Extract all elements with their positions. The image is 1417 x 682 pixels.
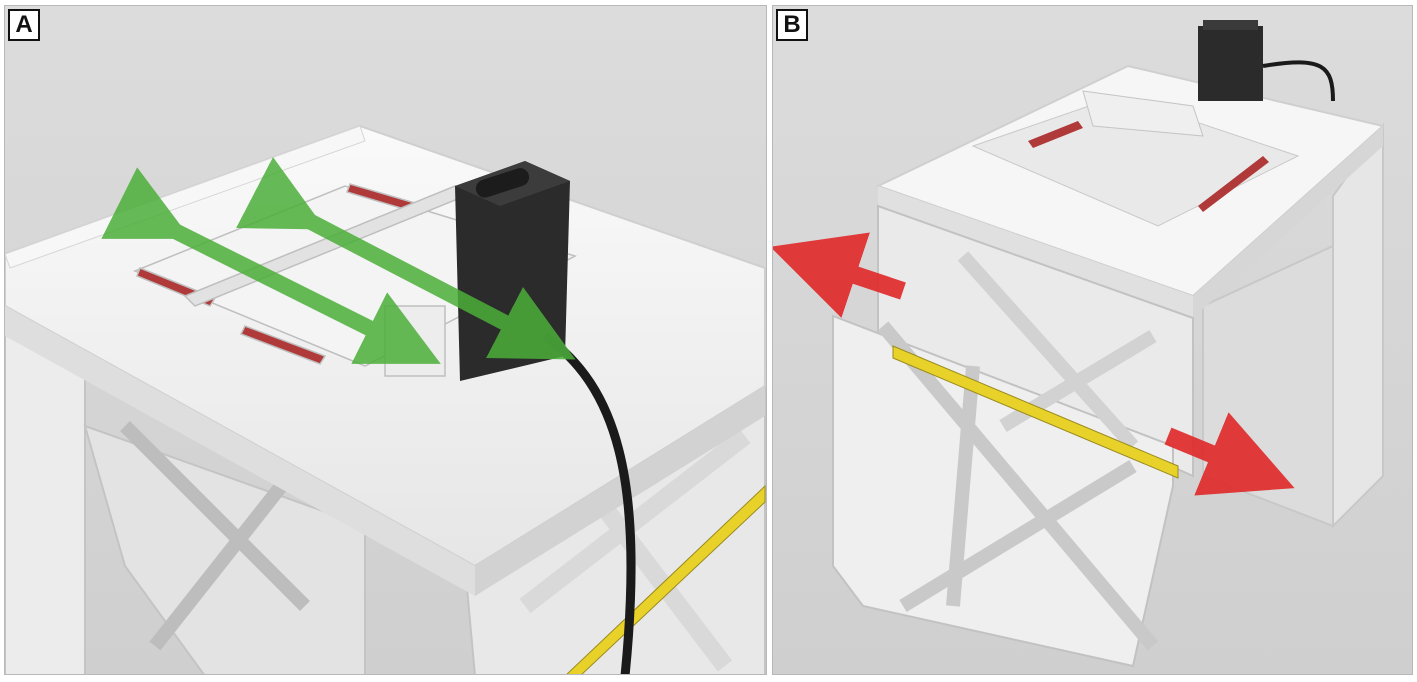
render-a	[5, 124, 766, 674]
panel-a: A	[4, 5, 767, 675]
render-b	[773, 20, 1386, 668]
panel-label-b: B	[776, 9, 808, 41]
panel-label-a: A	[8, 9, 40, 41]
sensor	[455, 161, 570, 381]
green-arrows	[101, 157, 576, 364]
sensor	[1198, 20, 1263, 101]
panel-b: B	[772, 5, 1413, 675]
ruler	[892, 345, 1179, 479]
red-arrows	[773, 232, 1295, 496]
table-top	[875, 64, 1386, 318]
ruler	[566, 484, 766, 674]
cable	[1262, 60, 1335, 102]
